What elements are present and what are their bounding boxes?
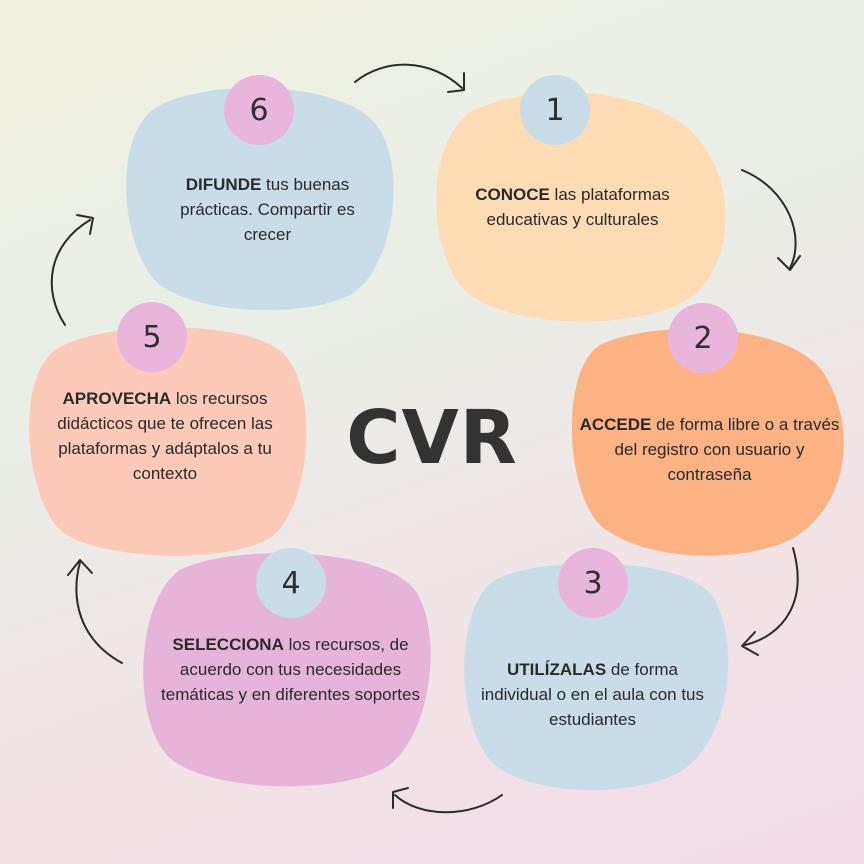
step-4-description: los recursos, de acuerdo con tus necesid… — [161, 635, 420, 704]
step-4-shape — [143, 553, 431, 787]
step-5-text: APROVECHA los recursos didácticos que te… — [35, 386, 295, 486]
step-5-description: los recursos didácticos que te ofrecen l… — [57, 389, 273, 483]
step-3-keyword: UTILÍZALAS — [507, 660, 607, 679]
step-6-text: DIFUNDE tus buenas prácticas. Compartir … — [155, 172, 380, 247]
step-5-keyword: APROVECHA — [62, 389, 172, 408]
step-3-shape — [464, 563, 729, 791]
arrow-6-to-1 — [354, 63, 465, 93]
step-6-shape — [126, 87, 394, 311]
step-2-text: ACCEDE de forma libre o a través del reg… — [577, 412, 842, 487]
step-4-keyword: SELECCIONA — [172, 635, 284, 654]
arrow-4-to-5 — [67, 559, 123, 664]
step-2-keyword: ACCEDE — [579, 415, 652, 434]
step-2-badge: 2 — [668, 303, 738, 373]
step-1-shape — [436, 92, 726, 322]
step-2-shape — [571, 328, 844, 556]
step-1-badge: 1 — [520, 75, 590, 145]
step-3-badge: 3 — [558, 548, 628, 618]
step-4-badge: 4 — [256, 548, 326, 618]
step-2-description: de forma libre o a través del registro c… — [614, 415, 840, 484]
step-1-description: las plataformas educativas y culturales — [486, 185, 670, 229]
step-4-text: SELECCIONA los recursos, de acuerdo con … — [148, 632, 433, 707]
step-1-text: CONOCE las plataformas educativas y cult… — [440, 182, 705, 232]
step-6-badge: 6 — [224, 75, 294, 145]
arrow-2-to-3 — [741, 547, 799, 656]
step-1-keyword: CONOCE — [475, 185, 550, 204]
step-5-badge: 5 — [117, 302, 187, 372]
step-3-text: UTILÍZALAS de forma individual o en el a… — [470, 657, 715, 732]
diagram-title: CVR — [346, 395, 518, 481]
arrow-1-to-2 — [741, 169, 801, 271]
step-3-description: de forma individual o en el aula con tus… — [480, 660, 705, 729]
step-6-description: tus buenas prácticas. Compartir es crece… — [180, 175, 355, 244]
arrow-3-to-4 — [392, 787, 503, 814]
step-6-keyword: DIFUNDE — [185, 175, 262, 194]
step-5-shape — [29, 327, 307, 556]
arrow-5-to-6 — [50, 214, 94, 326]
